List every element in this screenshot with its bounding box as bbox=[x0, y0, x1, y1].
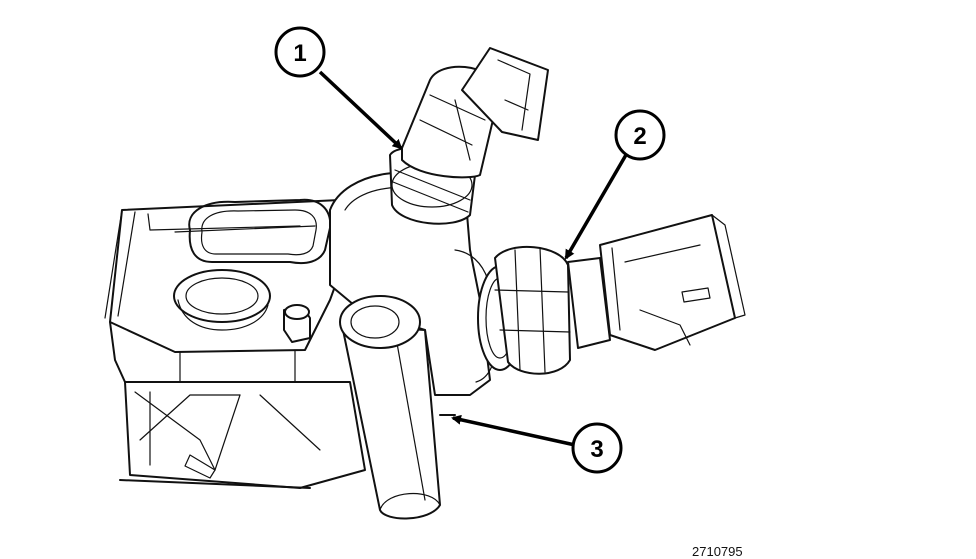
leader-line-3 bbox=[451, 414, 576, 447]
pressure-port bbox=[339, 295, 456, 520]
fuel-rail-body bbox=[104, 199, 366, 489]
figure-id: 2710795 bbox=[692, 544, 743, 559]
callout-2-label: 2 bbox=[633, 123, 646, 150]
callout-1-label: 1 bbox=[293, 40, 306, 67]
callout-3-label: 3 bbox=[590, 436, 603, 463]
callout-2: 2 bbox=[614, 109, 666, 161]
leader-lines bbox=[318, 70, 632, 447]
leader-line-1 bbox=[318, 70, 403, 150]
callout-3: 3 bbox=[571, 422, 623, 474]
sensor-1-top bbox=[389, 47, 549, 225]
sensor-2-right bbox=[494, 214, 746, 375]
callout-1: 1 bbox=[274, 26, 326, 78]
body-pockets bbox=[173, 198, 332, 343]
leader-line-2 bbox=[564, 147, 632, 260]
